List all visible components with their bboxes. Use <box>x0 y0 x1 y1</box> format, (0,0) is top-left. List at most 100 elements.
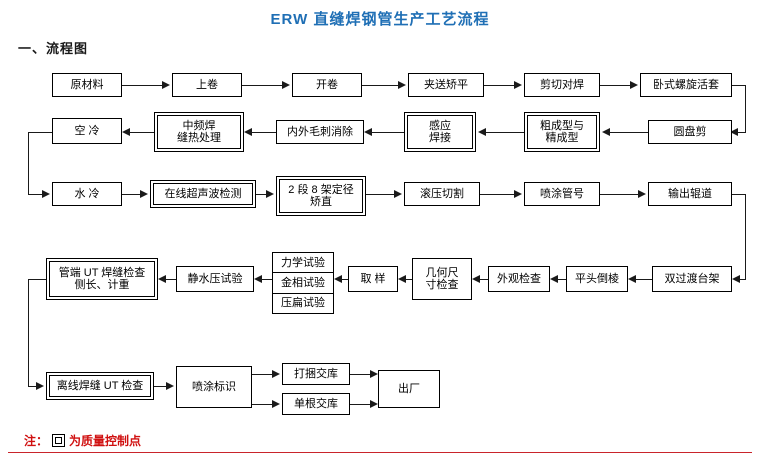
arrowhead-left <box>628 275 636 283</box>
connector-level-to-shear <box>484 85 516 86</box>
connector-looper-down <box>745 85 746 132</box>
flow-node-disc-shear[interactable]: 圆盘剪 <box>648 120 732 144</box>
connector-aircool-down <box>28 132 29 194</box>
arrowhead-right <box>266 190 274 198</box>
arrowhead-right <box>370 400 378 408</box>
flow-node-online-ut[interactable]: 在线超声波检测 <box>150 180 256 208</box>
arrowhead-left <box>158 275 166 283</box>
connector-roller-down <box>745 194 746 279</box>
legend-text: 为质量控制点 <box>69 434 142 448</box>
arrowhead-right <box>36 382 44 390</box>
flow-node-offline-ut[interactable]: 离线焊缝 UT 检查 <box>46 372 154 400</box>
connector-uncoil-to-level <box>362 85 400 86</box>
flow-node-shear-weld[interactable]: 剪切对焊 <box>524 73 600 97</box>
arrowhead-right <box>272 400 280 408</box>
flow-node-uncoiling-up[interactable]: 上卷 <box>172 73 242 97</box>
arrowhead-left <box>334 275 342 283</box>
arrowhead-left <box>122 128 130 136</box>
arrowhead-right <box>394 190 402 198</box>
flow-node-lab-tests-item-1[interactable]: 金相试验 <box>273 273 333 294</box>
arrowhead-left <box>478 128 486 136</box>
connector-deburr-to-heat <box>252 132 276 133</box>
arrowhead-right <box>514 81 522 89</box>
connector-appearance-to-geo <box>480 279 488 280</box>
connector-into-watercool <box>28 194 44 195</box>
connector-forming-to-induction <box>486 132 524 133</box>
arrowhead-left <box>732 275 740 283</box>
flow-node-geo-dimension[interactable]: 几何尺 寸检查 <box>412 258 472 300</box>
connector-rack-to-bevel <box>636 279 652 280</box>
connector-pipe-end-down <box>28 279 29 386</box>
arrowhead-left <box>602 128 610 136</box>
flow-node-output-roller[interactable]: 输出辊道 <box>648 182 732 206</box>
flow-node-lab-tests-item-0[interactable]: 力学试验 <box>273 253 333 274</box>
flow-node-spray-pipe-no[interactable]: 喷涂管号 <box>524 182 600 206</box>
connector-sample-to-lab <box>342 279 348 280</box>
connector-heat-to-aircool <box>130 132 154 133</box>
connector-looper-right <box>732 85 746 86</box>
flow-node-bundle-deliver[interactable]: 打捆交库 <box>282 363 350 385</box>
connector-mark-to-bundle <box>252 374 274 375</box>
flow-node-air-cooling[interactable]: 空 冷 <box>52 118 122 144</box>
flow-node-forming[interactable]: 粗成型与 精成型 <box>524 112 600 152</box>
flow-node-spiral-looper[interactable]: 卧式螺旋活套 <box>640 73 732 97</box>
flow-node-spray-mark[interactable]: 喷涂标识 <box>176 366 252 408</box>
arrowhead-left <box>472 275 480 283</box>
connector-lab-to-hydro <box>262 279 272 280</box>
connector-sizing-to-cutting <box>366 194 396 195</box>
connector-ut-to-sizing <box>256 194 268 195</box>
connector-into-disc-shear <box>734 132 746 133</box>
flow-node-appearance[interactable]: 外观检查 <box>488 266 550 292</box>
connector-single-to-exit <box>350 404 372 405</box>
arrowhead-right <box>514 190 522 198</box>
arrowhead-right <box>140 190 148 198</box>
flow-node-water-cooling[interactable]: 水 冷 <box>52 182 122 206</box>
flow-node-feed-leveling[interactable]: 夹送矫平 <box>408 73 484 97</box>
flow-node-flat-bevel[interactable]: 平头倒棱 <box>566 266 628 292</box>
arrowhead-right <box>398 81 406 89</box>
flow-node-single-deliver[interactable]: 单根交库 <box>282 393 350 415</box>
page-title: ERW 直缝焊钢管生产工艺流程 <box>270 11 490 28</box>
flow-node-induction-weld[interactable]: 感应 焊接 <box>404 112 476 152</box>
flow-node-sizing-straight[interactable]: 2 段 8 架定径 矫直 <box>276 176 366 216</box>
connector-into-offline-ut <box>28 386 38 387</box>
connector-raw-to-up <box>122 85 164 86</box>
flow-node-deburring[interactable]: 内外毛刺消除 <box>276 120 364 144</box>
connector-aircool-left <box>28 132 52 133</box>
arrowhead-left <box>398 275 406 283</box>
connector-geo-to-sample <box>406 279 412 280</box>
arrowhead-right <box>166 382 174 390</box>
flow-node-uncoiling[interactable]: 开卷 <box>292 73 362 97</box>
flow-node-raw-material[interactable]: 原材料 <box>52 73 122 97</box>
double-square-symbol-icon <box>52 434 66 447</box>
arrowhead-right <box>42 190 50 198</box>
arrowhead-right <box>638 190 646 198</box>
arrowhead-left <box>254 275 262 283</box>
connector-hydro-to-pipe-end <box>166 279 176 280</box>
arrowhead-right <box>370 370 378 378</box>
connector-shear-to-looper <box>600 85 632 86</box>
flow-node-lab-tests-item-2[interactable]: 压扁试验 <box>281 297 325 310</box>
arrowhead-right <box>282 81 290 89</box>
arrowhead-right <box>162 81 170 89</box>
legend-prefix: 注： <box>24 434 49 448</box>
flow-node-ex-factory[interactable]: 出厂 <box>378 370 440 408</box>
arrowhead-left <box>730 128 738 136</box>
arrowhead-left <box>244 128 252 136</box>
section-heading: 一、流程图 <box>18 41 89 56</box>
connector-induction-to-deburr <box>372 132 404 133</box>
connector-roller-right <box>732 194 746 195</box>
arrowhead-right <box>272 370 280 378</box>
flow-node-pipe-end-ut[interactable]: 管端 UT 焊缝检查 侧长、计重 <box>46 258 158 300</box>
flow-node-lab-tests[interactable]: 力学试验金相试验压扁试验 <box>272 252 334 314</box>
connector-pipe-end-left <box>28 279 46 280</box>
flow-node-seam-heat[interactable]: 中频焊 缝热处理 <box>154 112 244 152</box>
connector-bevel-to-appearance <box>558 279 566 280</box>
flow-node-double-rack[interactable]: 双过渡台架 <box>652 266 732 292</box>
arrowhead-right <box>630 81 638 89</box>
flow-node-sample[interactable]: 取 样 <box>348 266 398 292</box>
flow-node-hydro-test[interactable]: 静水压试验 <box>176 266 254 292</box>
flow-node-roll-cutting[interactable]: 滚压切割 <box>404 182 480 206</box>
connector-watercool-to-ut <box>122 194 142 195</box>
